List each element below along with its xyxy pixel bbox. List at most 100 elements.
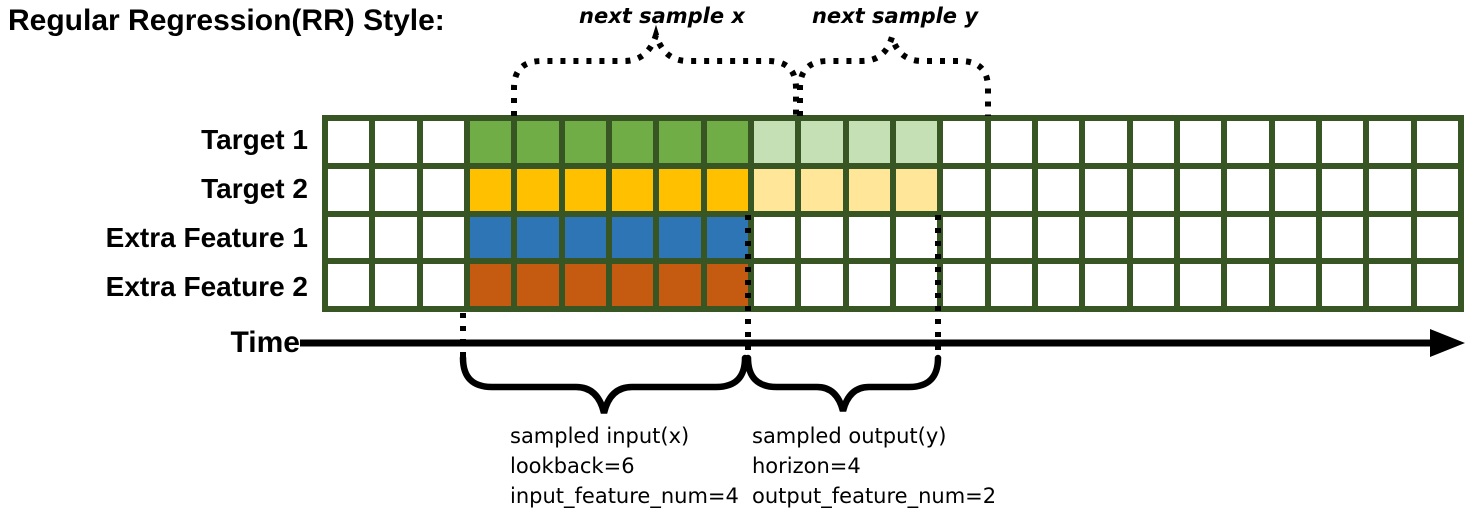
cell-r4-c1 (328, 264, 370, 306)
cell-r1-c4 (469, 121, 512, 163)
cell-r1-c23 (1369, 121, 1411, 163)
sampled-input-line-1: sampled input(x) (510, 424, 690, 448)
cell-r1-c11 (801, 121, 843, 163)
cell-r1-c16 (1037, 121, 1080, 163)
cell-r3-c7 (611, 216, 654, 259)
cell-r3-c3 (422, 216, 464, 259)
cell-r3-c21 (1274, 216, 1316, 259)
cell-r4-c15 (990, 264, 1032, 306)
cell-r3-c15 (990, 216, 1032, 259)
cell-r3-c12 (848, 216, 890, 259)
cell-r2-c19 (1179, 168, 1222, 211)
cell-r3-c13 (895, 216, 938, 259)
cell-r2-c4 (469, 168, 512, 211)
cell-r1-c2 (375, 121, 417, 163)
cell-r3-c5 (517, 216, 559, 259)
cell-r1-c24 (1416, 121, 1458, 163)
cell-r3-c9 (706, 216, 748, 259)
cell-r3-c4 (469, 216, 512, 259)
cell-r4-c7 (611, 264, 654, 306)
cell-r3-c16 (1037, 216, 1080, 259)
sampled-input-brace (459, 354, 749, 414)
cell-r2-c20 (1227, 168, 1269, 211)
cell-r2-c17 (1085, 168, 1127, 211)
cell-r2-c15 (990, 168, 1032, 211)
cell-r4-c17 (1085, 264, 1127, 306)
cell-r1-c3 (422, 121, 464, 163)
cell-r3-c17 (1085, 216, 1127, 259)
cell-r2-c21 (1274, 168, 1316, 211)
cell-r1-c10 (753, 121, 796, 163)
row-label-target-2: Target 2 (201, 172, 308, 204)
cell-r2-c3 (422, 168, 464, 211)
cell-r3-c20 (1227, 216, 1269, 259)
sampled-output-line-1: sampled output(y) (752, 424, 947, 448)
sampled-input-info: sampled input(x) lookback=6 input_featur… (510, 421, 739, 511)
cell-r2-c2 (375, 168, 417, 211)
cell-r1-c13 (895, 121, 938, 163)
cell-r3-c23 (1369, 216, 1411, 259)
cell-r2-c13 (895, 168, 938, 211)
timeseries-grid (322, 115, 1464, 312)
cell-r2-c7 (611, 168, 654, 211)
cell-r4-c3 (422, 264, 464, 306)
cell-r3-c18 (1132, 216, 1174, 259)
cell-r2-c9 (706, 168, 748, 211)
cell-r2-c22 (1321, 168, 1364, 211)
cell-r4-c5 (517, 264, 559, 306)
cell-r2-c12 (848, 168, 890, 211)
cell-r3-c6 (564, 216, 606, 259)
cell-r1-c21 (1274, 121, 1316, 163)
cell-r3-c8 (659, 216, 701, 259)
page-title: Regular Regression(RR) Style: (8, 4, 445, 37)
sampled-output-line-2: horizon=4 (752, 454, 861, 478)
cell-r4-c21 (1274, 264, 1316, 306)
cell-r3-c2 (375, 216, 417, 259)
cell-r4-c4 (469, 264, 512, 306)
cell-r1-c15 (990, 121, 1032, 163)
cell-r3-c1 (328, 216, 370, 259)
cell-r2-c24 (1416, 168, 1458, 211)
cell-r1-c5 (517, 121, 559, 163)
time-axis-label: Time (230, 326, 300, 359)
cell-r1-c20 (1227, 121, 1269, 163)
cell-r4-c18 (1132, 264, 1174, 306)
cell-r1-c22 (1321, 121, 1364, 163)
cell-r3-c14 (943, 216, 985, 259)
next-sample-y-label: next sample y (811, 4, 979, 28)
cell-r4-c16 (1037, 264, 1080, 306)
cell-r4-c24 (1416, 264, 1458, 306)
cell-r1-c6 (564, 121, 606, 163)
row-label-extra-feature-2: Extra Feature 2 (105, 270, 308, 302)
cell-r3-c11 (801, 216, 843, 259)
cell-r4-c2 (375, 264, 417, 306)
cell-r4-c9 (706, 264, 748, 306)
sampled-output-info: sampled output(y) horizon=4 output_featu… (752, 421, 996, 511)
cell-r2-c10 (753, 168, 796, 211)
cell-r2-c23 (1369, 168, 1411, 211)
cell-r3-c24 (1416, 216, 1458, 259)
cell-r2-c14 (943, 168, 985, 211)
cell-r4-c14 (943, 264, 985, 306)
cell-r4-c10 (753, 264, 796, 306)
sampled-input-line-3: input_feature_num=4 (510, 484, 739, 508)
row-label-target-1: Target 1 (201, 123, 308, 155)
row-label-extra-feature-1: Extra Feature 1 (105, 221, 308, 253)
cell-r4-c13 (895, 264, 938, 306)
cell-r4-c19 (1179, 264, 1222, 306)
next-sample-y-brace (797, 26, 991, 116)
cell-r1-c7 (611, 121, 654, 163)
cell-r4-c11 (801, 264, 843, 306)
cell-r4-c6 (564, 264, 606, 306)
cell-r2-c11 (801, 168, 843, 211)
cell-r2-c8 (659, 168, 701, 211)
cell-r2-c18 (1132, 168, 1174, 211)
sampled-output-line-3: output_feature_num=2 (752, 484, 997, 508)
next-sample-x-brace (511, 24, 799, 116)
cell-r3-c10 (753, 216, 796, 259)
cell-r2-c1 (328, 168, 370, 211)
cell-r2-c5 (517, 168, 559, 211)
cell-r4-c23 (1369, 264, 1411, 306)
cell-r1-c12 (848, 121, 890, 163)
